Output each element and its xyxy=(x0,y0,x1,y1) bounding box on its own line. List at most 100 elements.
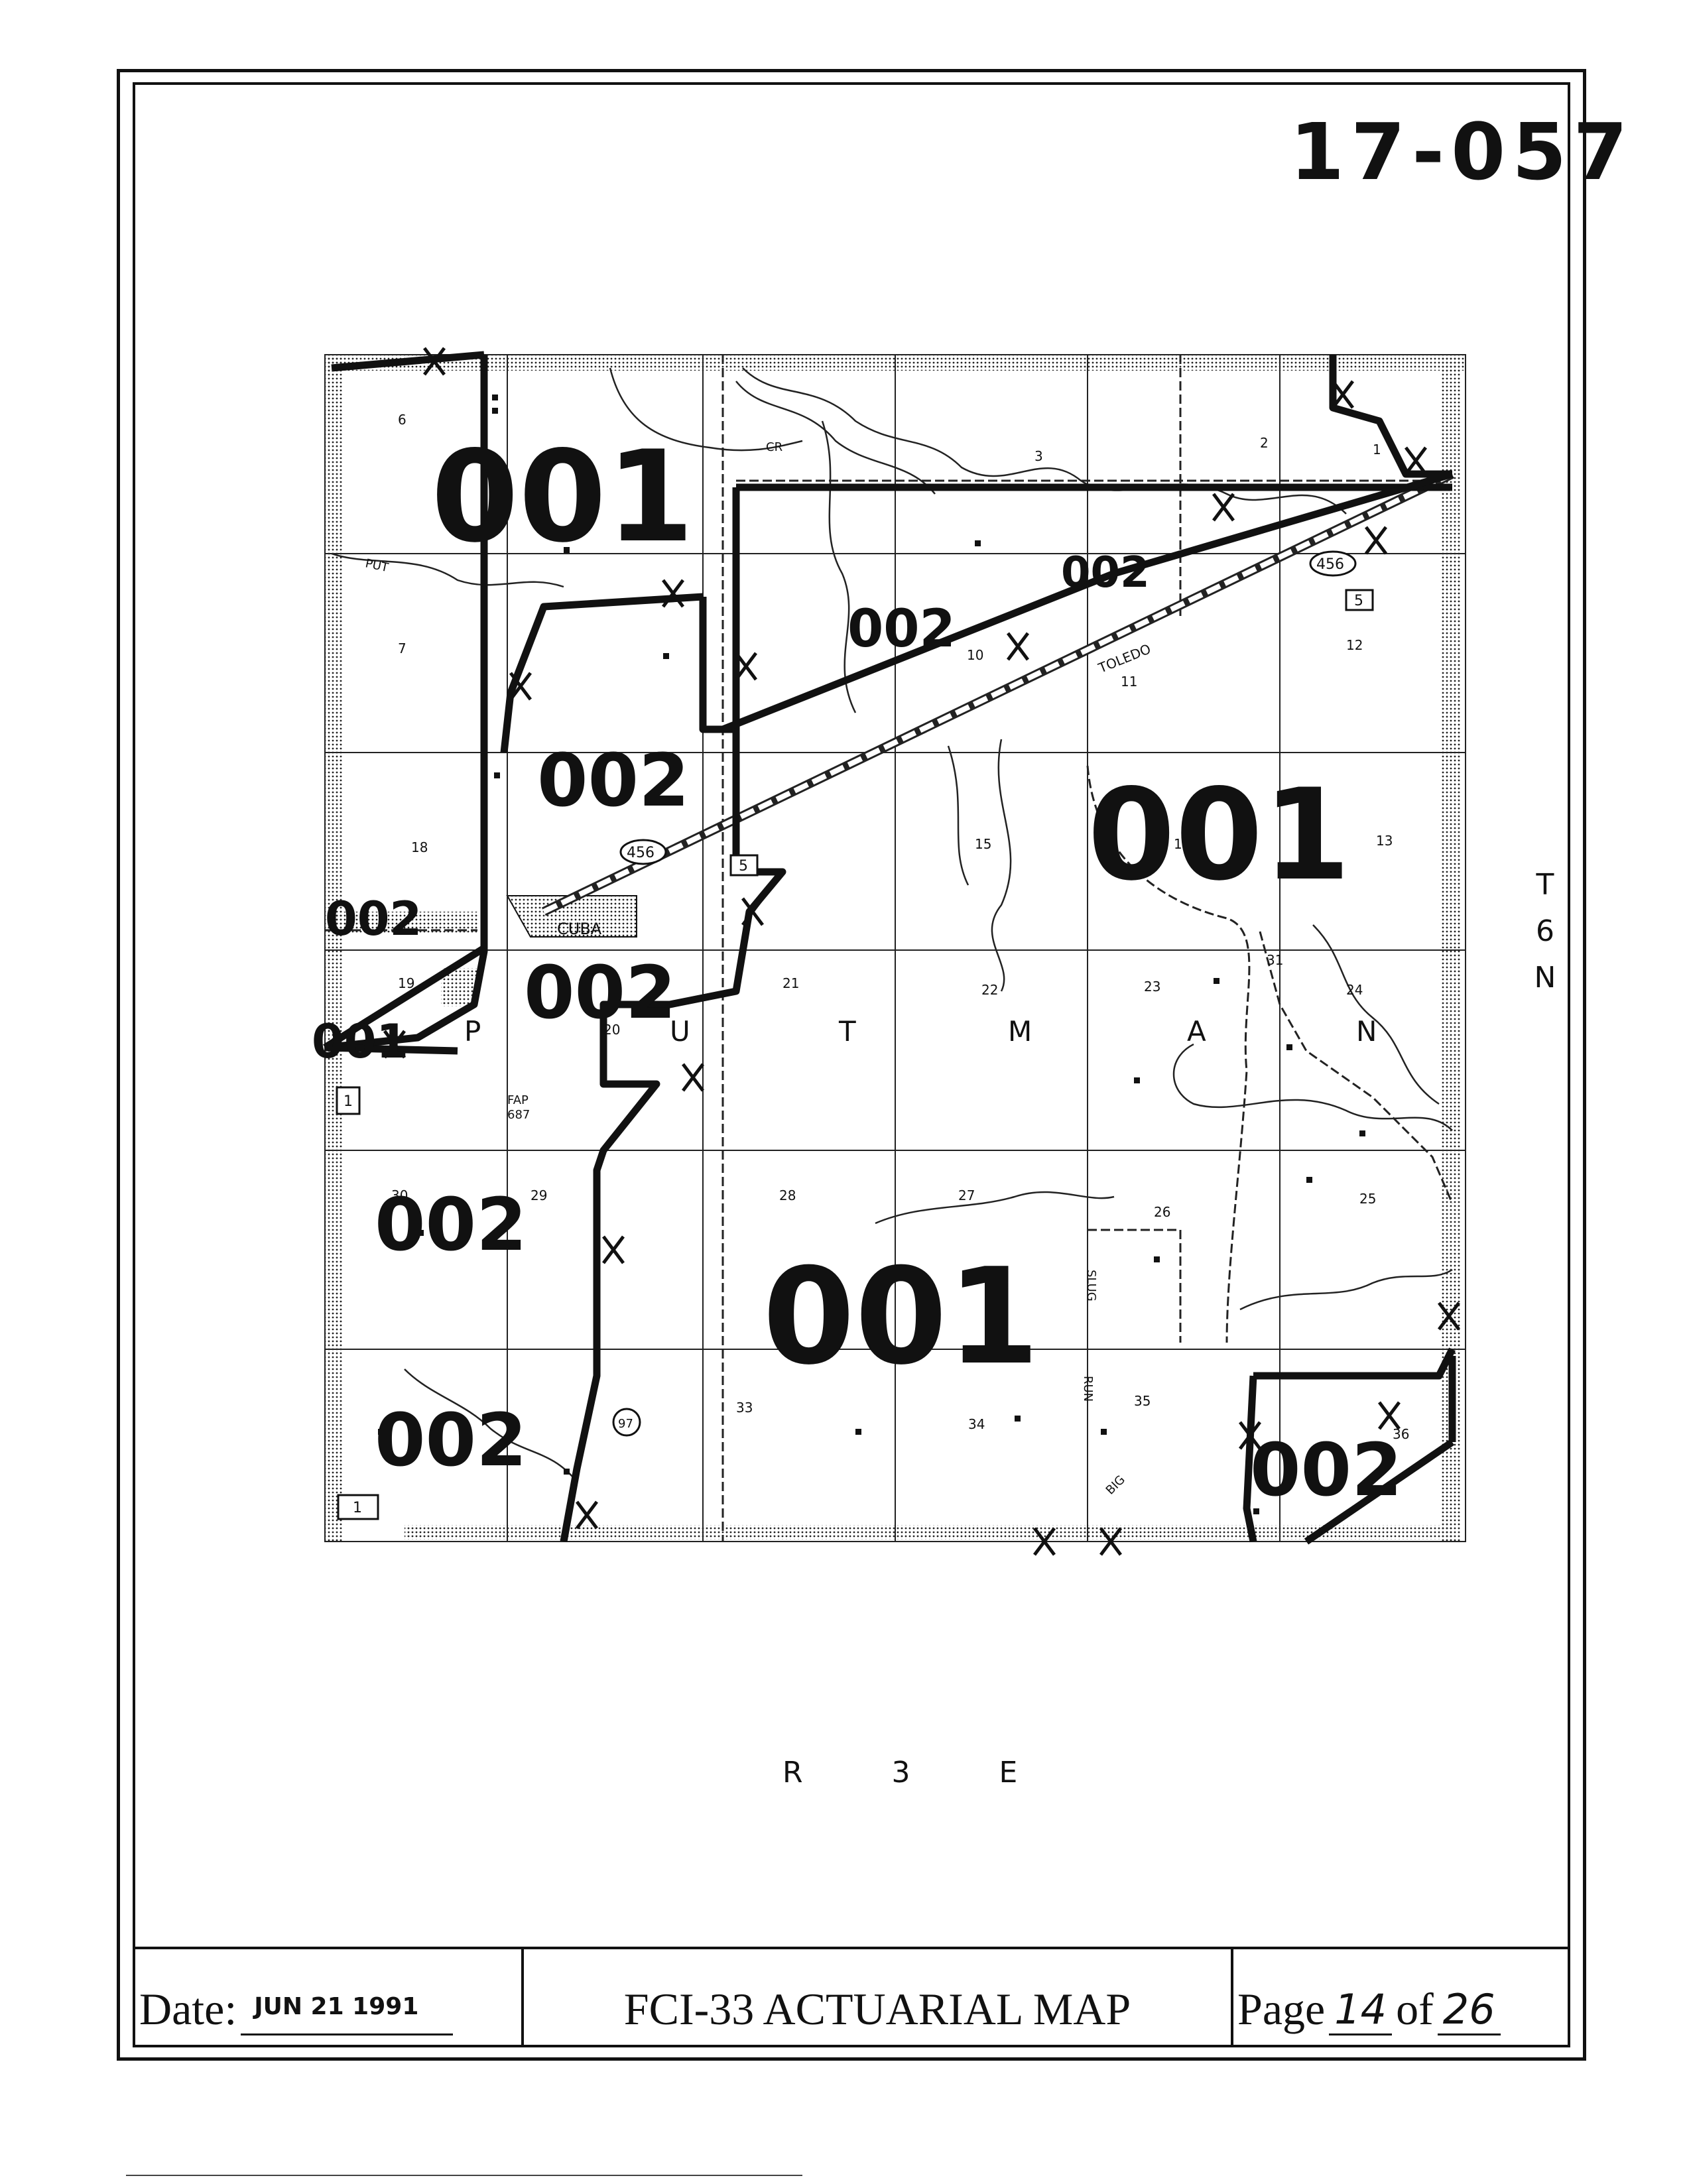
zone-001-nw: 001 xyxy=(431,424,694,570)
zone-002-cuba: 002 xyxy=(524,950,676,1035)
section-number: 23 xyxy=(1144,979,1160,995)
label-put: PUT xyxy=(364,556,391,575)
scan-artifact-line xyxy=(126,2175,802,2176)
section-number: 35 xyxy=(1134,1393,1151,1409)
section-number: 28 xyxy=(779,1187,796,1203)
label-fap: FAP xyxy=(507,1093,529,1107)
date-cell: Date: JUN 21 1991 xyxy=(133,1949,524,2047)
section-number: 36 xyxy=(1393,1426,1409,1442)
section-number: 31 xyxy=(1267,952,1283,968)
section-number: 26 xyxy=(1154,1204,1170,1220)
svg-text:5: 5 xyxy=(1354,593,1363,609)
section-number: 13 xyxy=(1376,833,1393,849)
shield-1-a: 1 xyxy=(336,1086,361,1115)
streams xyxy=(331,367,1453,1483)
shield-456-west: 456 xyxy=(619,839,667,865)
section-number: 34 xyxy=(968,1416,985,1432)
zone-001-e: 001 xyxy=(1088,762,1351,908)
shield-1-b: 1 xyxy=(337,1494,379,1520)
zone-002-se: 002 xyxy=(1250,1427,1403,1512)
highway-456 xyxy=(541,469,1455,916)
label-big: BIG xyxy=(1103,1473,1128,1497)
section-number: 29 xyxy=(531,1187,547,1203)
section-numbers: 6 3 2 1 7 10 11 12 13 14 15 18 19 20 21 … xyxy=(391,412,1409,1442)
section-number: 3 xyxy=(1034,448,1043,464)
zone-002-s: 002 xyxy=(375,1398,527,1483)
map-title: FCI-33 ACTUARIAL MAP xyxy=(623,1984,1131,2034)
farmstead-marks xyxy=(378,394,1365,1514)
map-edge-stipple-left xyxy=(325,355,342,1542)
page-total: 26 xyxy=(1437,1985,1501,2035)
svg-text:1: 1 xyxy=(344,1093,353,1110)
label-run: RUN xyxy=(1081,1376,1095,1402)
township-letter-n: N xyxy=(1534,961,1556,995)
title-block: Date: JUN 21 1991 FCI-33 ACTUARIAL MAP P… xyxy=(133,1947,1570,2047)
map-edge-stipple-right xyxy=(1440,355,1460,1542)
section-grid xyxy=(324,354,1466,1542)
section-number: 14 xyxy=(1174,836,1190,852)
range-label: R 3 E xyxy=(782,1756,1058,1790)
township-letter: M xyxy=(1008,1015,1032,1048)
section-number: 27 xyxy=(958,1187,975,1203)
zone-boundaries xyxy=(323,351,1456,1545)
zone-labels: 001 002 002 002 001 002 002 001 002 001 … xyxy=(312,424,1403,1512)
section-number: 15 xyxy=(975,836,991,852)
svg-text:456: 456 xyxy=(627,845,655,861)
map-canvas: 6 3 2 1 7 10 11 12 13 14 15 18 19 20 21 … xyxy=(312,347,1466,1556)
township-letter: P xyxy=(464,1015,481,1048)
zone-002-sw: 002 xyxy=(375,1182,527,1267)
section-number: 7 xyxy=(398,640,406,656)
section-number: 2 xyxy=(1260,435,1269,451)
shield-5-east: 5 xyxy=(1345,589,1374,611)
zone-002-n: 002 xyxy=(847,599,956,659)
page-label: Page xyxy=(1237,1984,1326,2034)
section-number: 6 xyxy=(398,412,406,428)
zone-002-cuba-w: 002 xyxy=(325,892,422,946)
section-number: 19 xyxy=(398,975,414,991)
date-label: Date: xyxy=(139,1984,237,2034)
township-letter: A xyxy=(1187,1015,1206,1048)
section-number: 1 xyxy=(1373,442,1381,457)
map-number: 17-057 xyxy=(1290,106,1635,198)
label-slug: SLUG xyxy=(1084,1270,1098,1302)
section-number: 20 xyxy=(603,1022,620,1038)
boundary-marks xyxy=(383,347,1460,1556)
section-number: 33 xyxy=(736,1400,753,1416)
shield-5-west: 5 xyxy=(729,854,759,877)
svg-text:5: 5 xyxy=(739,858,748,875)
page-number: 14 xyxy=(1329,1985,1393,2035)
section-number: 11 xyxy=(1121,674,1137,690)
township-letter: U xyxy=(670,1015,690,1048)
township-name: P U T M A N xyxy=(464,1015,1377,1048)
page-border-outer xyxy=(117,69,1586,2061)
zone-002-ne: 002 xyxy=(1061,548,1150,597)
zone-002-w: 002 xyxy=(537,738,690,823)
date-stamp: JUN 21 1991 xyxy=(241,1993,454,2035)
title-cell: FCI-33 ACTUARIAL MAP xyxy=(524,1949,1233,2047)
shield-97: 97 xyxy=(612,1408,641,1437)
svg-text:456: 456 xyxy=(1316,556,1344,573)
label-cr: CR xyxy=(766,440,782,454)
route-shields: 456 5 456 5 1 1 97 xyxy=(336,550,1374,1520)
zone-001-s: 001 xyxy=(763,1240,1039,1394)
section-number: 18 xyxy=(411,839,428,855)
of-label: of xyxy=(1396,1984,1434,2034)
section-number: 10 xyxy=(967,647,983,663)
page-border-inner xyxy=(133,82,1570,2047)
section-number: 21 xyxy=(782,975,799,991)
label-fap-number: 687 xyxy=(507,1108,530,1122)
section-number: 25 xyxy=(1359,1191,1376,1207)
city-area-cuba xyxy=(506,895,637,938)
page-cell: Page 14 of 26 xyxy=(1233,1949,1570,2047)
township-margin-label: T 6 N xyxy=(1525,862,1565,1001)
section-number: 12 xyxy=(1346,637,1363,653)
township-letter: N xyxy=(1356,1015,1377,1048)
label-cuba: CUBA xyxy=(557,920,602,938)
map-edge-stipple-bottom xyxy=(405,1525,1452,1540)
section-number: 24 xyxy=(1346,982,1363,998)
township-number: 6 xyxy=(1536,914,1554,948)
section-number: 30 xyxy=(391,1187,408,1203)
township-letter: T xyxy=(838,1015,856,1048)
shield-456-east: 456 xyxy=(1309,550,1357,577)
svg-text:97: 97 xyxy=(618,1417,633,1431)
